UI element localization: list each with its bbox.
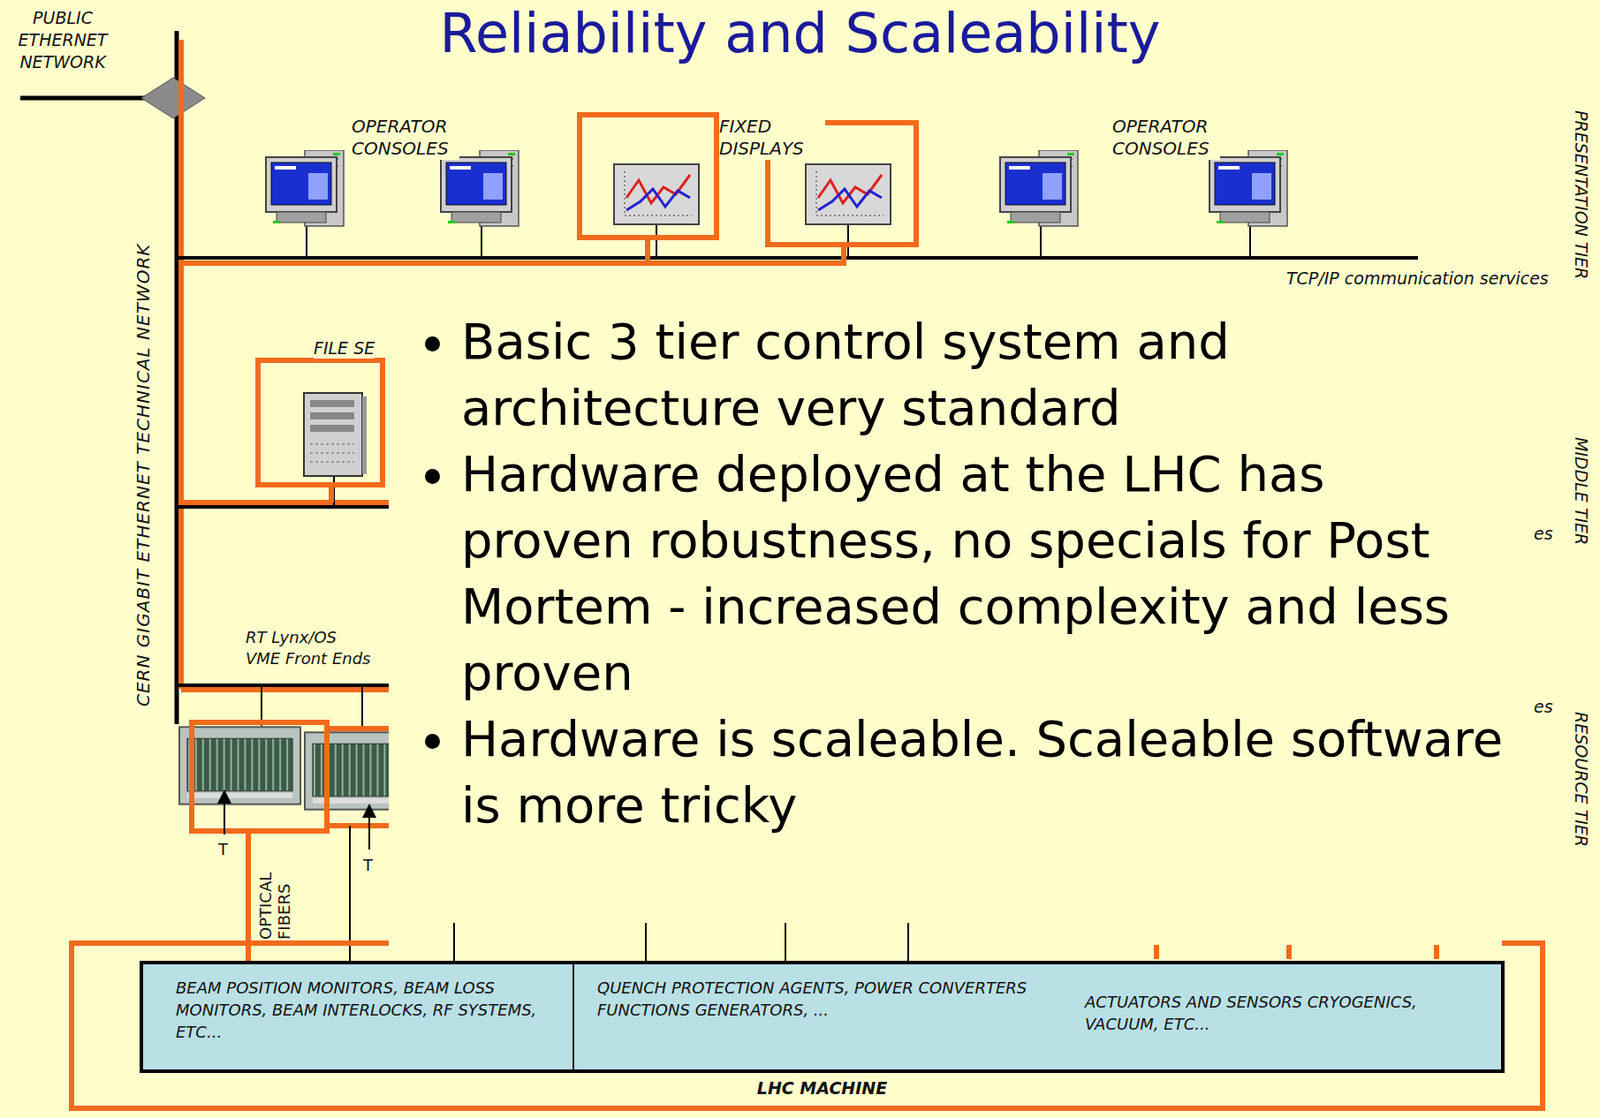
drop-line bbox=[305, 225, 308, 258]
timing-label: T bbox=[218, 839, 228, 860]
machine-band: LHC MACHINEBEAM POSITION MONITORS, BEAM … bbox=[139, 961, 1505, 1074]
group-label: RT Lynx/OS VME Front Ends bbox=[245, 627, 387, 670]
tier-label: MIDDLE TIER bbox=[1570, 437, 1593, 546]
timing-arrow bbox=[223, 796, 226, 835]
bullet-point: Hardware is scaleable. Scaleable softwar… bbox=[461, 705, 1511, 839]
highlight-box bbox=[257, 360, 383, 486]
slide-title: Reliability and Scaleability bbox=[0, 1, 1600, 66]
drop-line bbox=[480, 225, 483, 258]
system-cell: QUENCH PROTECTION AGENTS, POWER CONVERTE… bbox=[572, 964, 1061, 1070]
drop-line bbox=[655, 225, 658, 258]
timing-arrow bbox=[368, 811, 371, 850]
fiber-link bbox=[907, 918, 910, 962]
highlight-line bbox=[328, 485, 334, 503]
highlight-tick bbox=[1433, 945, 1440, 960]
backbone-line bbox=[174, 30, 180, 725]
tier-label: PRESENTATION TIER bbox=[1570, 110, 1593, 280]
vme-crate bbox=[179, 727, 301, 804]
operator-console bbox=[265, 150, 344, 227]
bullet-panel: Basic 3 tier control system and architec… bbox=[388, 304, 1511, 924]
highlight-tick bbox=[1286, 945, 1292, 960]
band-heading: LHC MACHINE bbox=[143, 1078, 1502, 1099]
highlight-bracket bbox=[71, 943, 1543, 1109]
group-label: FIXED DISPLAYS bbox=[719, 115, 826, 160]
cell-text: BEAM POSITION MONITORS, BEAM LOSS MONITO… bbox=[175, 977, 566, 1044]
bullet-point: Hardware deployed at the LHC has proven … bbox=[461, 440, 1511, 706]
highlight-line bbox=[181, 260, 844, 266]
cell-text: ACTUATORS AND SENSORS CRYOGENICS, VACUUM… bbox=[1084, 991, 1494, 1036]
fixed-display bbox=[614, 164, 699, 225]
bus-label: TCP/IP communication services bbox=[1286, 267, 1549, 289]
system-cell: ACTUATORS AND SENSORS CRYOGENICS, VACUUM… bbox=[1061, 964, 1502, 1070]
bullet-list: Basic 3 tier control system and architec… bbox=[388, 304, 1511, 839]
fixed-display bbox=[805, 164, 891, 225]
drop-line bbox=[1249, 225, 1252, 258]
highlight-box bbox=[191, 722, 327, 832]
fiber-link bbox=[784, 918, 787, 962]
file-server bbox=[303, 393, 367, 477]
operator-console bbox=[1209, 150, 1288, 227]
resource-bus bbox=[176, 683, 389, 688]
bus-label: es bbox=[1533, 523, 1554, 545]
middle-bus bbox=[176, 505, 389, 509]
operator-console bbox=[440, 150, 519, 227]
highlight-box bbox=[579, 114, 717, 238]
highlight-tick bbox=[1153, 945, 1160, 960]
highlight-line bbox=[178, 39, 184, 690]
tier-label: RESOURCE TIER bbox=[1570, 712, 1593, 848]
public-network-line bbox=[20, 96, 155, 101]
bus-label: es bbox=[1533, 696, 1554, 718]
fiber-link bbox=[644, 918, 647, 962]
highlight-line bbox=[181, 500, 389, 506]
highlight-line bbox=[644, 237, 651, 264]
bullet-point: Basic 3 tier control system and architec… bbox=[461, 308, 1511, 441]
router-diamond bbox=[141, 77, 205, 119]
drop-line bbox=[361, 685, 364, 732]
highlight-line bbox=[181, 687, 389, 693]
operator-console bbox=[1000, 150, 1078, 227]
cell-text: QUENCH PROTECTION AGENTS, POWER CONVERTE… bbox=[597, 977, 1054, 1022]
timing-label: T bbox=[363, 855, 373, 876]
network-label: PUBLIC ETHERNET NETWORK bbox=[8, 7, 117, 74]
server-label: FILE SE bbox=[313, 337, 375, 359]
presentation-bus bbox=[176, 256, 1419, 260]
fiber-link bbox=[453, 918, 455, 962]
drop-line bbox=[847, 225, 850, 258]
system-cell: BEAM POSITION MONITORS, BEAM LOSS MONITO… bbox=[143, 964, 573, 1070]
group-label: OPERATOR CONSOLES bbox=[1112, 115, 1221, 160]
group-label: OPERATOR CONSOLES bbox=[351, 115, 460, 160]
drop-line bbox=[1039, 225, 1042, 258]
network-label: CERN GIGABIT ETHERNET TECHNICAL NETWORK bbox=[132, 243, 155, 707]
highlight-line bbox=[841, 244, 847, 266]
fiber-label: OPTICAL FIBERS bbox=[256, 864, 294, 941]
